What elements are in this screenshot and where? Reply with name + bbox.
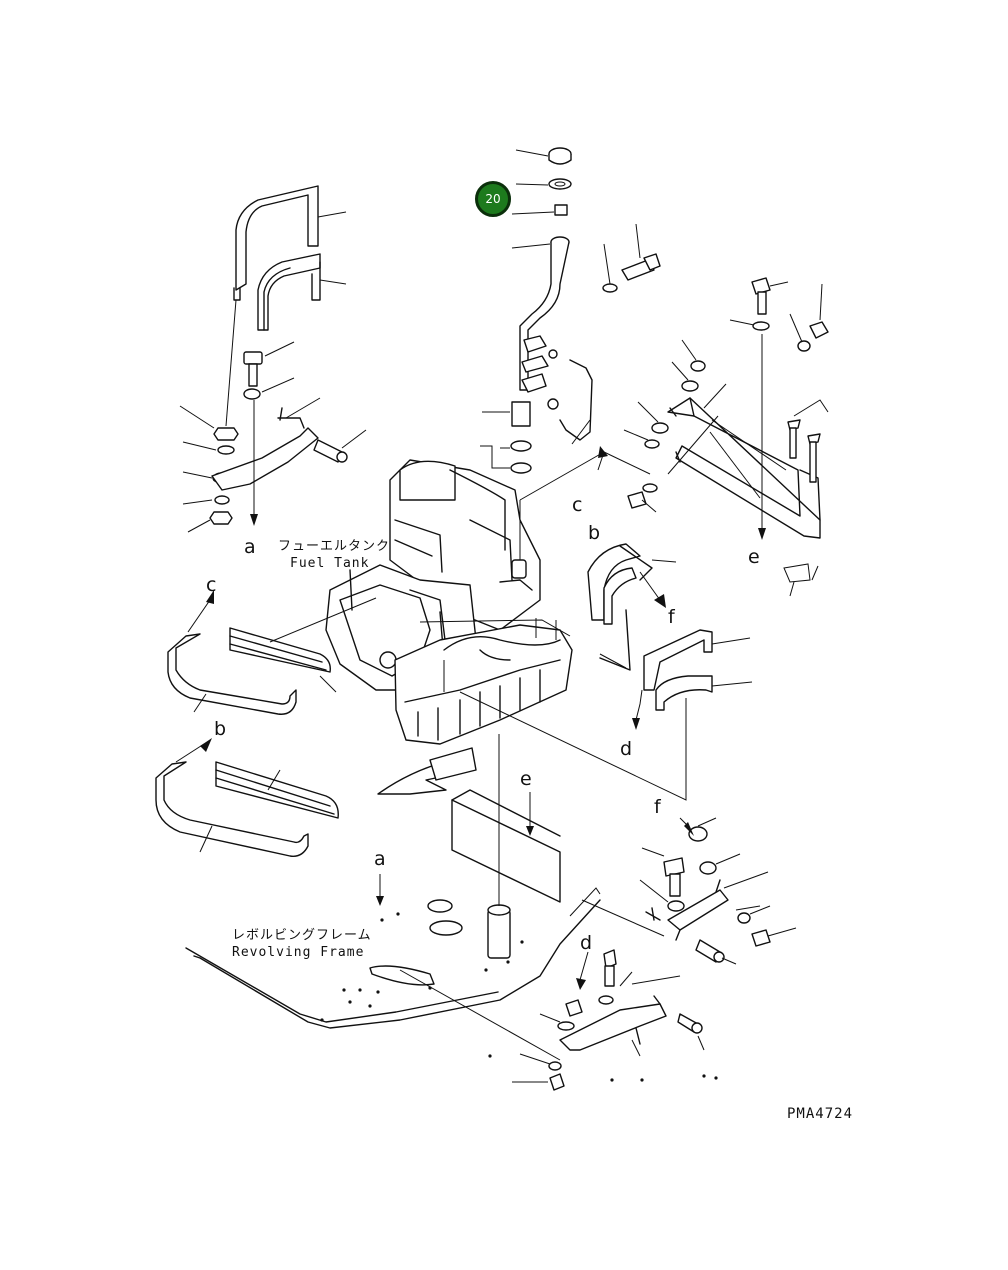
ref-letter-e: e: [748, 546, 760, 568]
handrail-assembly: [179, 185, 367, 533]
cover-assembly: [597, 223, 829, 597]
fuel-tank-label-en: Fuel Tank: [290, 556, 370, 571]
tank-straps: [155, 590, 377, 857]
ref-letter-c: c: [572, 494, 583, 516]
right-straps: [459, 543, 753, 801]
part-callout-20[interactable]: 20: [475, 181, 511, 217]
fuel-tank-label-jp: フューエルタンク: [278, 539, 391, 554]
drawing-code: PMA4724: [787, 1106, 854, 1122]
lower-brackets: [399, 817, 797, 1091]
ref-letter-e: e: [520, 768, 532, 790]
revolving-frame-label-en: Revolving Frame: [232, 945, 365, 960]
revolving-frame: [185, 734, 601, 1029]
ref-letter-a: a: [374, 848, 386, 870]
ref-letter-d: d: [580, 932, 593, 954]
fuel-tank: [325, 451, 605, 745]
ref-letter-b: b: [214, 718, 227, 740]
revolving-frame-label-jp: レボルビングフレーム: [232, 928, 372, 943]
ref-letter-c: c: [206, 574, 217, 596]
ref-letter-f: f: [654, 796, 661, 818]
filler-assembly: [480, 147, 593, 474]
ref-letter-f: f: [668, 606, 675, 628]
ref-letter-a: a: [244, 536, 256, 558]
ref-letter-b: b: [588, 522, 601, 544]
ref-letter-d: d: [620, 738, 633, 760]
